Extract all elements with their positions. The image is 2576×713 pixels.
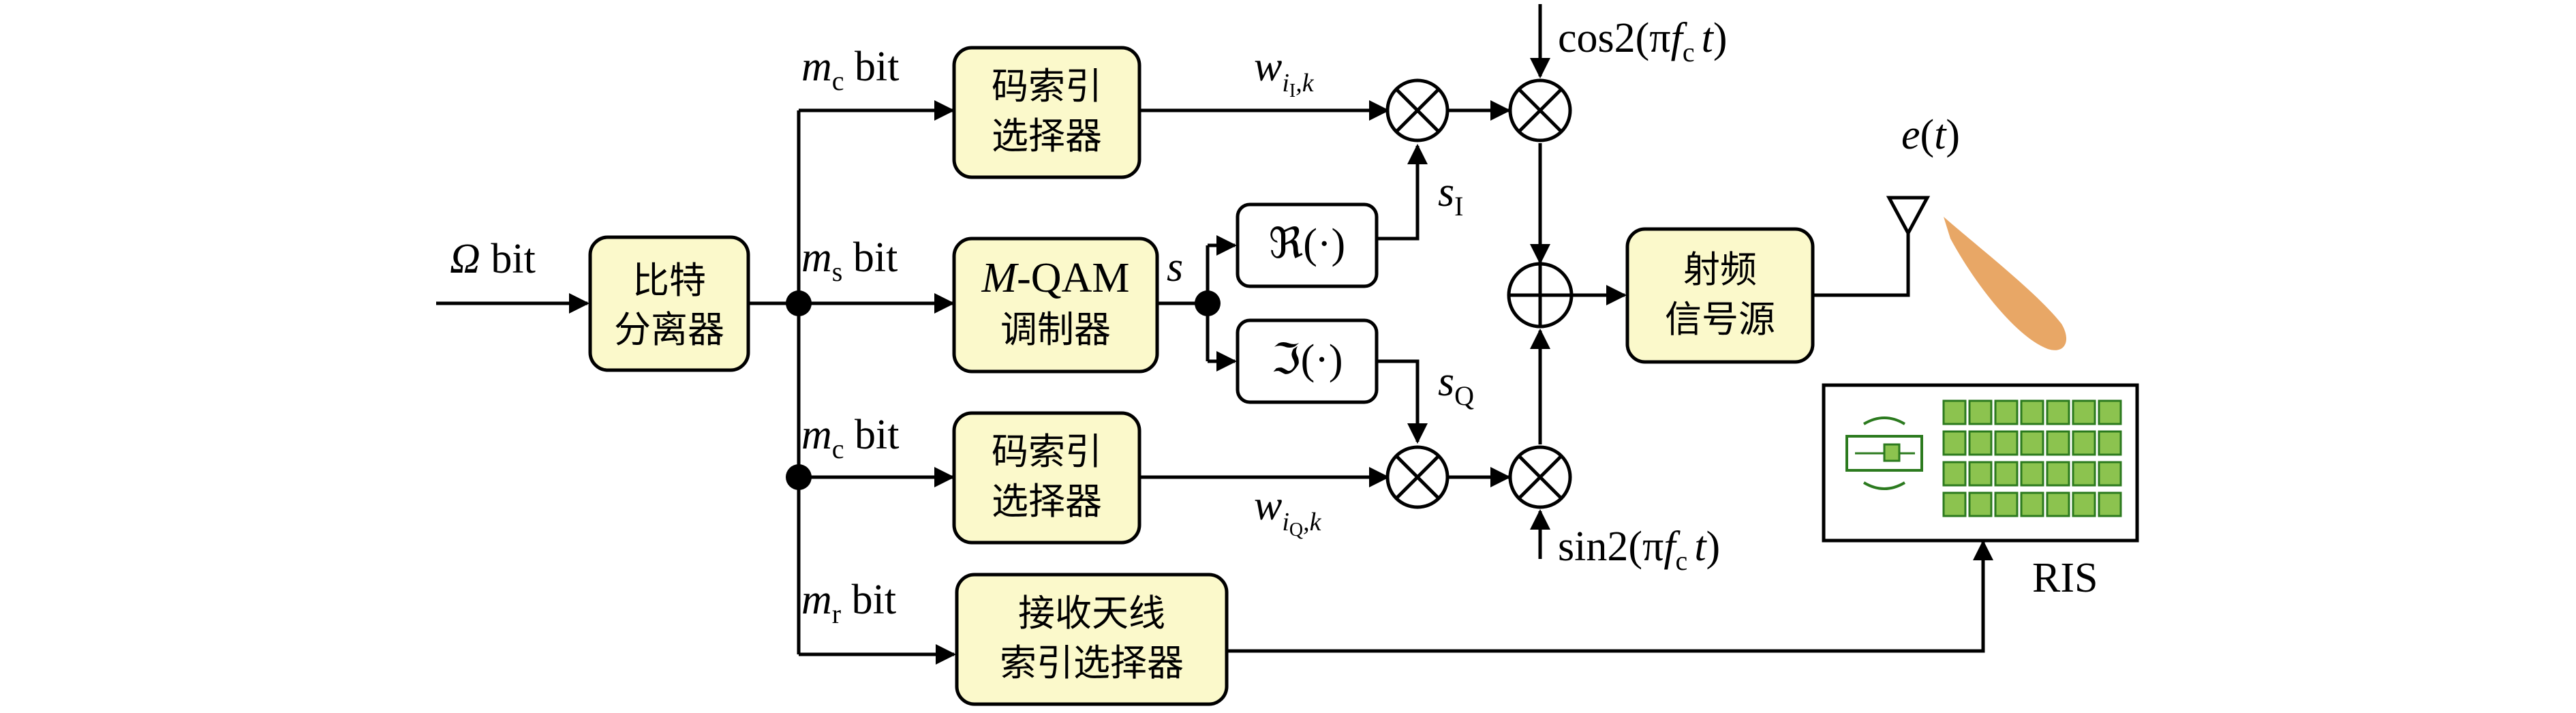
adder-icon <box>1507 262 1574 329</box>
qam-label-2: 调制器 <box>1000 308 1111 351</box>
rf-to-antenna <box>1813 232 1910 297</box>
ris-element <box>2072 461 2096 487</box>
splitter-label-2: 分离器 <box>614 308 724 351</box>
ris-element <box>1968 491 1993 517</box>
ris-element <box>1994 399 2019 425</box>
ris-element <box>2072 491 2096 517</box>
antenna-select-block: 接收天线 索引选择器 <box>955 573 1229 706</box>
ris-element <box>1994 430 2019 456</box>
connection-lines <box>436 4 1993 665</box>
ris-element <box>2020 430 2044 456</box>
ris-element-grid <box>1942 399 2122 517</box>
ris-panel <box>1822 383 2139 543</box>
ris-element <box>2046 491 2070 517</box>
ris-element <box>1994 491 2019 517</box>
code-top-label-2: 选择器 <box>992 115 1102 157</box>
ris-element <box>2020 399 2044 425</box>
mixer-icon-bottom <box>1385 445 1450 509</box>
splitter-block: 比特 分离器 <box>588 235 750 372</box>
ris-element <box>2020 461 2044 487</box>
ris-element <box>2020 491 2044 517</box>
ris-element <box>1994 461 2019 487</box>
code-top-label-1: 码索引 <box>992 65 1102 108</box>
code-bottom-label-1: 码索引 <box>992 430 1102 473</box>
ris-element <box>1942 491 1967 517</box>
ris-element <box>1942 399 1967 425</box>
ris-element <box>1968 399 1993 425</box>
rf-label-2: 信号源 <box>1665 298 1775 341</box>
mixer-icon-top <box>1385 78 1450 142</box>
imag-part-block: ℑ(·) <box>1236 318 1379 404</box>
code-select-top-block: 码索引 选择器 <box>952 46 1141 179</box>
ris-element <box>2046 461 2070 487</box>
w-bottom-label: wiQ,k <box>1254 483 1322 541</box>
ms-label: ms bit <box>801 234 898 287</box>
mc-top-label: mc bit <box>801 44 900 96</box>
sI-label: sI <box>1438 169 1463 222</box>
qam-label: M-QAM <box>981 255 1130 301</box>
ris-element <box>2072 399 2096 425</box>
rf-label-1: 射频 <box>1683 248 1757 291</box>
rf-source-block: 射频 信号源 <box>1625 227 1815 364</box>
w-top-label: wiI,k <box>1254 44 1315 102</box>
splitter-label-1: 比特 <box>632 259 706 302</box>
real-part-label: ℜ(·) <box>1269 221 1345 267</box>
junction-dot-splitter <box>786 290 812 316</box>
junction-dot-s <box>1195 290 1221 316</box>
ris-element <box>1968 461 1993 487</box>
ris-element <box>2098 399 2122 425</box>
antenna-select-to-ris <box>1227 540 1993 653</box>
ris-element <box>2098 491 2122 517</box>
qam-block: M-QAM 调制器 <box>952 237 1159 374</box>
antenna-select-label-2: 索引选择器 <box>1000 641 1184 684</box>
sQ-label: sQ <box>1438 359 1474 411</box>
code-select-bottom-block: 码索引 选择器 <box>952 411 1141 545</box>
imag-to-mixer <box>1377 359 1428 444</box>
input-bits-label: Ω bit <box>450 236 536 282</box>
ris-label: RIS <box>2032 555 2098 601</box>
beam-icon <box>1944 217 2067 350</box>
s-label: s <box>1167 244 1183 290</box>
imag-part-label: ℑ(·) <box>1271 337 1343 383</box>
antenna-icon <box>1886 196 1931 237</box>
ris-element <box>1942 461 1967 487</box>
real-part-block: ℜ(·) <box>1236 202 1379 288</box>
ris-element <box>2098 461 2122 487</box>
carrier-mixer-icon-top <box>1508 78 1572 142</box>
ris-element <box>2046 430 2070 456</box>
mc-bottom-label: mc bit <box>801 412 900 464</box>
real-to-mixer <box>1377 144 1428 241</box>
ris-controller-icon <box>1845 416 1923 490</box>
junction-dot-bus <box>786 464 812 490</box>
ris-element <box>1942 430 1967 456</box>
mr-label: mr bit <box>801 577 896 629</box>
ris-element <box>2046 399 2070 425</box>
carrier-mixer-icon-bottom <box>1508 445 1572 509</box>
et-label: e(t) <box>1901 112 1960 158</box>
code-bottom-label-2: 选择器 <box>992 480 1102 523</box>
antenna-select-label-1: 接收天线 <box>1018 592 1165 635</box>
ris-element <box>2098 430 2122 456</box>
ris-element <box>2072 430 2096 456</box>
ris-element <box>1968 430 1993 456</box>
